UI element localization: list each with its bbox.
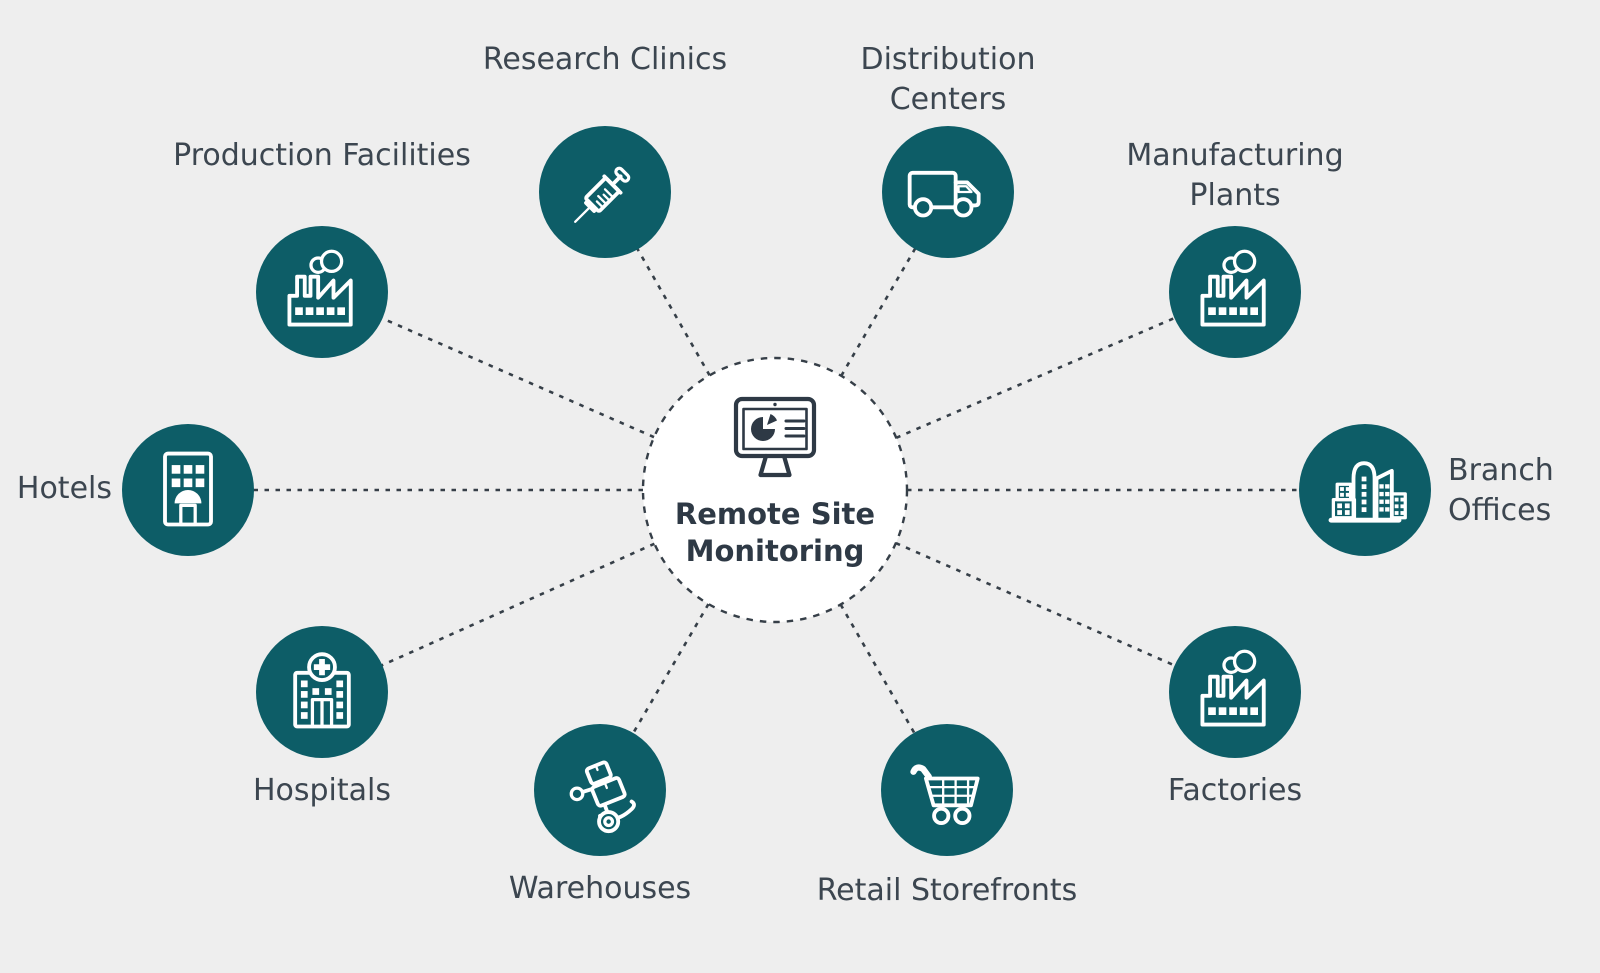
factory-icon — [1200, 249, 1266, 327]
office-buildings-icon — [1328, 461, 1407, 523]
node-distribution-centers — [882, 126, 1014, 258]
node-warehouses — [534, 724, 666, 856]
label-warehouses: Warehouses — [508, 871, 692, 906]
node-factories — [1169, 626, 1301, 758]
node-branch-offices — [1299, 424, 1431, 556]
node-research-clinics — [539, 126, 671, 258]
node-production-facilities — [256, 226, 388, 358]
label-retail-storefronts: Retail Storefronts — [816, 873, 1078, 908]
factory-icon — [1200, 649, 1266, 727]
hotel-building-icon — [163, 451, 213, 527]
hospital-icon — [293, 652, 351, 729]
node-hotels — [122, 424, 254, 556]
syringe-icon — [574, 166, 631, 223]
shopping-cart-icon — [910, 764, 980, 825]
center-hub-circle — [641, 356, 909, 624]
label-distribution-centers: Distribution Centers — [860, 42, 1036, 117]
label-hotels: Hotels — [16, 471, 112, 506]
delivery-truck-icon — [907, 170, 981, 218]
factory-icon — [287, 249, 353, 327]
label-production-facilities: Production Facilities — [173, 138, 471, 173]
center-hub-label: Remote Site Monitoring — [674, 497, 876, 568]
hand-truck-icon — [569, 760, 636, 834]
label-factories: Factories — [1167, 773, 1303, 808]
node-manufacturing-plants — [1169, 226, 1301, 358]
label-manufacturing-plants: Manufacturing Plants — [1126, 138, 1344, 213]
center-hub — [660, 396, 890, 482]
label-hospitals: Hospitals — [252, 773, 392, 808]
label-research-clinics: Research Clinics — [482, 42, 728, 77]
connector-factories — [774, 488, 1236, 694]
label-branch-offices: Branch Offices — [1448, 453, 1554, 528]
node-hospitals — [256, 626, 388, 758]
node-retail-storefronts — [881, 724, 1013, 856]
dashboard-monitor-icon — [733, 396, 817, 478]
